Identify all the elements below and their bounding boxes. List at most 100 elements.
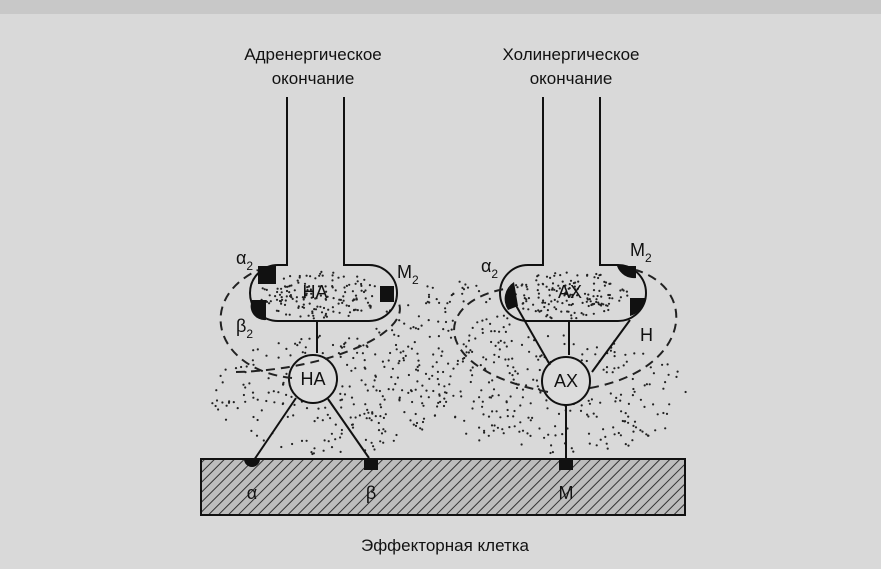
transmitter-dot xyxy=(627,422,629,424)
transmitter-dot xyxy=(380,406,382,408)
transmitter-dot xyxy=(360,283,362,285)
transmitter-dot xyxy=(429,336,431,338)
transmitter-dot xyxy=(582,302,584,304)
transmitter-dot xyxy=(586,348,588,350)
transmitter-dot xyxy=(606,366,608,368)
transmitter-dot xyxy=(527,417,529,419)
transmitter-dot xyxy=(612,371,614,373)
transmitter-dot xyxy=(342,295,344,297)
transmitter-dot xyxy=(365,439,367,441)
transmitter-dot xyxy=(346,285,348,287)
transmitter-dot xyxy=(393,440,395,442)
transmitter-dot xyxy=(617,367,619,369)
transmitter-dot xyxy=(609,283,611,285)
transmitter-dot xyxy=(588,305,590,307)
transmitter-dot xyxy=(588,433,590,435)
transmitter-dot xyxy=(576,274,578,276)
transmitter-dot xyxy=(497,427,499,429)
transmitter-dot xyxy=(252,392,254,394)
transmitter-dot xyxy=(497,342,499,344)
transmitter-dot xyxy=(462,358,464,360)
transmitter-dot xyxy=(278,357,280,359)
transmitter-dot xyxy=(407,346,409,348)
transmitter-dot xyxy=(552,287,554,289)
transmitter-dot xyxy=(614,433,616,435)
transmitter-dot xyxy=(528,351,530,353)
transmitter-dot xyxy=(573,343,575,345)
transmitter-dot xyxy=(581,404,583,406)
transmitter-dot xyxy=(581,353,583,355)
transmitter-dot xyxy=(294,289,296,291)
transmitter-dot xyxy=(432,287,434,289)
transmitter-dot xyxy=(437,371,439,373)
transmitter-dot xyxy=(494,424,496,426)
m2-na-label: M2 xyxy=(397,262,419,287)
transmitter-dot xyxy=(552,451,554,453)
transmitter-dot xyxy=(535,355,537,357)
transmitter-dot xyxy=(531,417,533,419)
transmitter-dot xyxy=(507,415,509,417)
transmitter-dot xyxy=(653,372,655,374)
transmitter-dot xyxy=(410,327,412,329)
transmitter-dot xyxy=(340,356,342,358)
transmitter-dot xyxy=(331,446,333,448)
transmitter-dot xyxy=(269,294,271,296)
transmitter-dot xyxy=(536,275,538,277)
transmitter-dot xyxy=(331,433,333,435)
transmitter-dot xyxy=(383,366,385,368)
transmitter-dot xyxy=(587,294,589,296)
transmitter-dot xyxy=(537,359,539,361)
transmitter-dot xyxy=(329,417,331,419)
transmitter-dot xyxy=(438,302,440,304)
transmitter-dot xyxy=(639,429,641,431)
transmitter-dot xyxy=(554,299,556,301)
transmitter-dot xyxy=(309,275,311,277)
transmitter-dot xyxy=(281,291,283,293)
transmitter-dot xyxy=(332,306,334,308)
transmitter-dot xyxy=(643,406,645,408)
transmitter-dot xyxy=(537,385,539,387)
transmitter-dot xyxy=(383,417,385,419)
transmitter-dot xyxy=(571,447,573,449)
transmitter-dot xyxy=(308,315,310,317)
na-terminal-label: НА xyxy=(302,282,327,302)
transmitter-dot xyxy=(427,301,429,303)
transmitter-dot xyxy=(356,352,358,354)
transmitter-dot xyxy=(444,311,446,313)
transmitter-dot xyxy=(489,323,491,325)
transmitter-dot xyxy=(327,309,329,311)
transmitter-dot xyxy=(468,340,470,342)
transmitter-dot xyxy=(586,297,588,299)
transmitter-dot xyxy=(367,389,369,391)
transmitter-dot xyxy=(322,352,324,354)
transmitter-dot xyxy=(677,371,679,373)
transmitter-dot xyxy=(460,395,462,397)
transmitter-dot xyxy=(480,389,482,391)
transmitter-dot xyxy=(369,284,371,286)
transmitter-dot xyxy=(363,413,365,415)
transmitter-dot xyxy=(313,308,315,310)
transmitter-dot xyxy=(411,390,413,392)
transmitter-dot xyxy=(444,307,446,309)
transmitter-dot xyxy=(308,338,310,340)
transmitter-dot xyxy=(244,386,246,388)
transmitter-dot xyxy=(366,346,368,348)
transmitter-dot xyxy=(475,285,477,287)
transmitter-dot xyxy=(350,370,352,372)
transmitter-dot xyxy=(522,396,524,398)
transmitter-dot xyxy=(297,280,299,282)
transmitter-dot xyxy=(512,366,514,368)
transmitter-dot xyxy=(341,399,343,401)
transmitter-dot xyxy=(506,401,508,403)
transmitter-dot xyxy=(532,379,534,381)
transmitter-dot xyxy=(416,422,418,424)
transmitter-dot xyxy=(392,388,394,390)
transmitter-dot xyxy=(568,304,570,306)
transmitter-dot xyxy=(514,370,516,372)
transmitter-dot xyxy=(515,284,517,286)
transmitter-dot xyxy=(530,402,532,404)
transmitter-dot xyxy=(544,302,546,304)
transmitter-dot xyxy=(526,286,528,288)
transmitter-dot xyxy=(465,345,467,347)
transmitter-dot xyxy=(588,400,590,402)
